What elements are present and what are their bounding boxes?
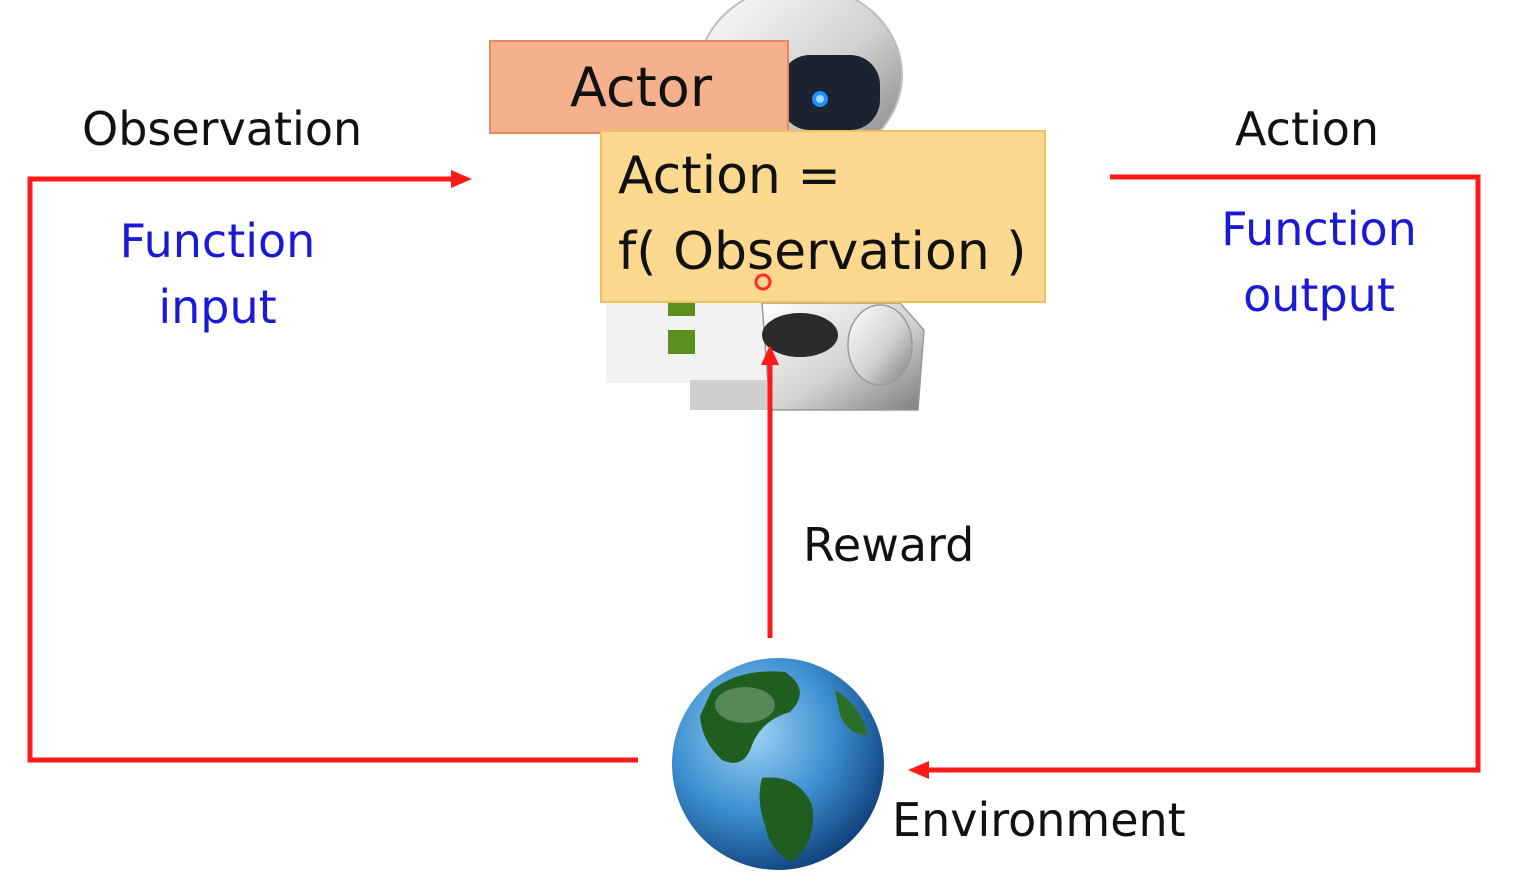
observation-arrow <box>27 170 638 763</box>
observation-label: Observation <box>82 102 363 156</box>
formula-line-1: Action = <box>618 146 841 206</box>
reward-label: Reward <box>803 518 975 572</box>
earth-globe-icon <box>672 658 884 870</box>
function-output-line-2: output <box>1243 268 1395 322</box>
function-input-line-1: Function <box>119 214 316 268</box>
environment-label: Environment <box>892 793 1186 847</box>
formula-line-2: f( Observation ) <box>618 222 1027 282</box>
formula-box: Action = f( Observation ) <box>600 130 1046 303</box>
actor-box: Actor <box>489 40 789 134</box>
actor-title: Actor <box>569 56 713 119</box>
reward-arrow <box>761 345 779 638</box>
action-label: Action <box>1235 102 1380 156</box>
function-output-line-1: Function <box>1221 202 1417 256</box>
function-output-note: Function output <box>1195 196 1443 328</box>
action-arrow <box>908 174 1481 779</box>
function-input-note: Function input <box>95 208 340 340</box>
cursor-dot-icon <box>754 273 772 291</box>
function-input-line-2: input <box>158 280 277 334</box>
